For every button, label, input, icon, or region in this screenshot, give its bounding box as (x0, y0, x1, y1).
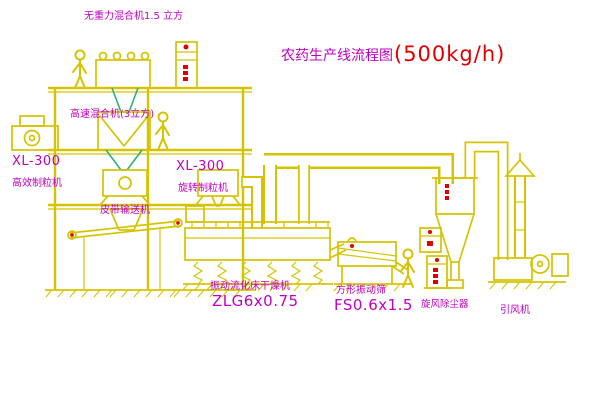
vibrating-sieve-machine (337, 237, 409, 284)
worker-figure (400, 248, 415, 288)
label-top-mixer: 无重力混合机1.5 立方 (84, 11, 184, 22)
belt-conveyor-machine (67, 218, 183, 290)
label-fan: 引风机 (500, 305, 530, 316)
label-granulator-right-model: XL-300 (176, 159, 225, 174)
title-text: 农药生产线流程图 (281, 48, 393, 64)
control-cabinet-right (426, 255, 448, 289)
title-capacity: (500kg/h) (394, 42, 506, 66)
exhaust-stack (504, 153, 536, 258)
exhaust-duct-main (264, 153, 454, 184)
label-sieve-name: 方形振动筛 (336, 285, 386, 296)
fluid-bed-dryer-machine (184, 205, 347, 285)
label-sieve-model: FS0.6x1.5 (334, 296, 413, 314)
label-granulator-left-name: 高效制粒机 (12, 178, 62, 189)
drawing-title: 农药生产线流程图 (500kg/h) (281, 44, 505, 65)
cyclone-separator-machine (432, 177, 478, 289)
control-cabinet-top (172, 41, 201, 89)
worker-figure (155, 111, 170, 151)
label-granulator-left-model: XL-300 (12, 154, 61, 169)
top-mixer-machine (95, 51, 151, 113)
label-belt-conveyor: 皮带输送机 (100, 205, 150, 216)
dryer-feed-duct (241, 176, 263, 228)
left-auxiliary-machine (11, 115, 59, 151)
dryer-riser-ducts (263, 165, 310, 224)
label-granulator-right-name: 旋转制粒机 (178, 183, 228, 194)
induced-draft-fan-machine (493, 253, 569, 281)
control-cabinet-mid (419, 227, 442, 253)
high-speed-mixer-machine (97, 111, 151, 171)
label-cyclone: 旋风除尘器 (421, 299, 469, 310)
cyclone-outlet-pipe (464, 141, 509, 260)
label-dryer-model: ZLG6x0.75 (212, 292, 299, 310)
granulator-right-machine (195, 169, 241, 207)
label-mid-mixer: 高速混合机(3立方) (70, 109, 155, 120)
label-dryer-name: 振动流化床干燥机 (210, 281, 290, 292)
granulator-left-machine (99, 169, 151, 231)
ground-lines (45, 281, 566, 298)
worker-figure (72, 49, 87, 89)
